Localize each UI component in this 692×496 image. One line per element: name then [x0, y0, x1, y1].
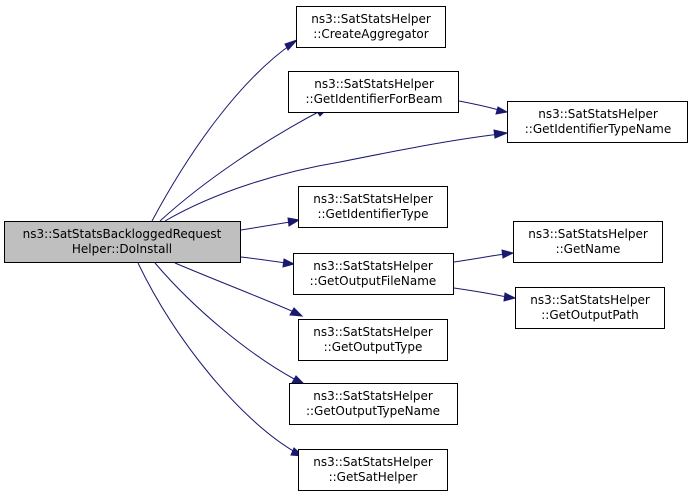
node-get-sat-helper-line1: ns3::SatStatsHelper	[313, 455, 433, 469]
node-get-output-type-name-line1: ns3::SatStatsHelper	[313, 389, 433, 403]
node-get-output-type-box	[298, 319, 448, 361]
edge-root-to-get-identifier-type-name	[164, 133, 501, 222]
node-get-output-file-name-line2: ::GetOutputFileName	[310, 274, 437, 288]
nodes: ns3::SatStatsBackloggedRequest Helper::D…	[4, 6, 688, 491]
node-get-identifier-type-name-box	[507, 101, 688, 143]
node-get-identifier-for-beam[interactable]: ns3::SatStatsHelper ::GetIdentifierForBe…	[288, 71, 459, 113]
node-get-identifier-for-beam-line2: ::GetIdentifierForBeam	[306, 92, 443, 106]
edge-root-to-get-output-type-name	[154, 262, 297, 381]
node-get-output-file-name-line1: ns3::SatStatsHelper	[313, 259, 433, 273]
node-get-output-type-line2: ::GetOutputType	[324, 340, 423, 354]
node-root-line2: Helper::DoInstall	[72, 242, 172, 256]
node-root-box	[4, 221, 241, 263]
node-get-name[interactable]: ns3::SatStatsHelper ::GetName	[513, 221, 663, 263]
edge-head-get-output-type-name	[291, 375, 306, 385]
node-root-line1: ns3::SatStatsBackloggedRequest	[23, 227, 222, 241]
edge-head-get-identifier-type	[287, 217, 301, 227]
node-create-aggregator-line2: ::CreateAggregator	[313, 27, 428, 41]
edge-head-get-output-file-name	[282, 258, 296, 268]
node-get-sat-helper-line2: ::GetSatHelper	[329, 470, 418, 484]
node-get-identifier-type-box	[298, 186, 448, 228]
node-get-name-line1: ns3::SatStatsHelper	[528, 227, 648, 241]
node-get-output-type-name-line2: ::GetOutputTypeName	[306, 404, 440, 418]
node-get-identifier-for-beam-line1: ns3::SatStatsHelper	[314, 77, 434, 91]
node-get-name-box	[513, 221, 663, 263]
node-get-output-file-name-box	[293, 253, 454, 295]
node-get-name-line2: ::GetName	[556, 242, 621, 256]
node-create-aggregator-box	[296, 6, 446, 48]
node-get-output-path[interactable]: ns3::SatStatsHelper ::GetOutputPath	[515, 287, 665, 329]
edge-root-to-get-output-type	[174, 262, 295, 313]
node-get-output-type-name-box	[289, 383, 458, 425]
node-get-identifier-type-name-line2: ::GetIdentifierTypeName	[525, 122, 672, 136]
edge-root-to-get-identifier-for-beam	[159, 109, 323, 222]
edge-head-get-output-path	[503, 292, 517, 302]
node-get-identifier-type-line2: ::GetIdentifierType	[317, 207, 428, 221]
edge-root-to-get-sat-helper	[137, 262, 296, 453]
node-get-output-path-line1: ns3::SatStatsHelper	[530, 293, 650, 307]
node-create-aggregator-line1: ns3::SatStatsHelper	[311, 12, 431, 26]
node-get-sat-helper-box	[298, 449, 448, 491]
node-get-identifier-type[interactable]: ns3::SatStatsHelper ::GetIdentifierType	[298, 186, 448, 228]
node-get-output-type[interactable]: ns3::SatStatsHelper ::GetOutputType	[298, 319, 448, 361]
edge-head-create-aggregator	[284, 38, 299, 51]
edge-head-get-identifier-type-name	[493, 129, 509, 139]
node-get-identifier-type-name[interactable]: ns3::SatStatsHelper ::GetIdentifierTypeN…	[507, 101, 688, 143]
edge-head-get-output-type	[289, 307, 304, 317]
edge-root-to-get-identifier-type	[240, 221, 291, 231]
edge-root-to-create-aggregator	[151, 42, 294, 222]
edge-head-get-name	[501, 249, 515, 259]
node-get-output-path-line2: ::GetOutputPath	[541, 308, 639, 322]
edge-root-to-get-output-file-name	[240, 256, 287, 264]
node-get-sat-helper[interactable]: ns3::SatStatsHelper ::GetSatHelper	[298, 449, 448, 491]
node-get-identifier-for-beam-box	[288, 71, 459, 113]
node-root-do-install[interactable]: ns3::SatStatsBackloggedRequest Helper::D…	[4, 221, 241, 263]
node-get-output-file-name[interactable]: ns3::SatStatsHelper ::GetOutputFileName	[293, 253, 454, 295]
node-get-identifier-type-name-line1: ns3::SatStatsHelper	[538, 107, 658, 121]
node-create-aggregator[interactable]: ns3::SatStatsHelper ::CreateAggregator	[296, 6, 446, 48]
node-get-output-path-box	[515, 287, 665, 329]
edge-beam-to-type-name	[458, 100, 500, 111]
node-get-output-type-line1: ns3::SatStatsHelper	[313, 325, 433, 339]
node-get-identifier-type-line1: ns3::SatStatsHelper	[313, 192, 433, 206]
edge-head-beam-to-type-name	[495, 106, 509, 115]
edge-file-name-to-get-name	[453, 253, 506, 263]
node-get-output-type-name[interactable]: ns3::SatStatsHelper ::GetOutputTypeName	[289, 383, 458, 425]
edge-file-name-to-get-output-path	[453, 287, 508, 298]
